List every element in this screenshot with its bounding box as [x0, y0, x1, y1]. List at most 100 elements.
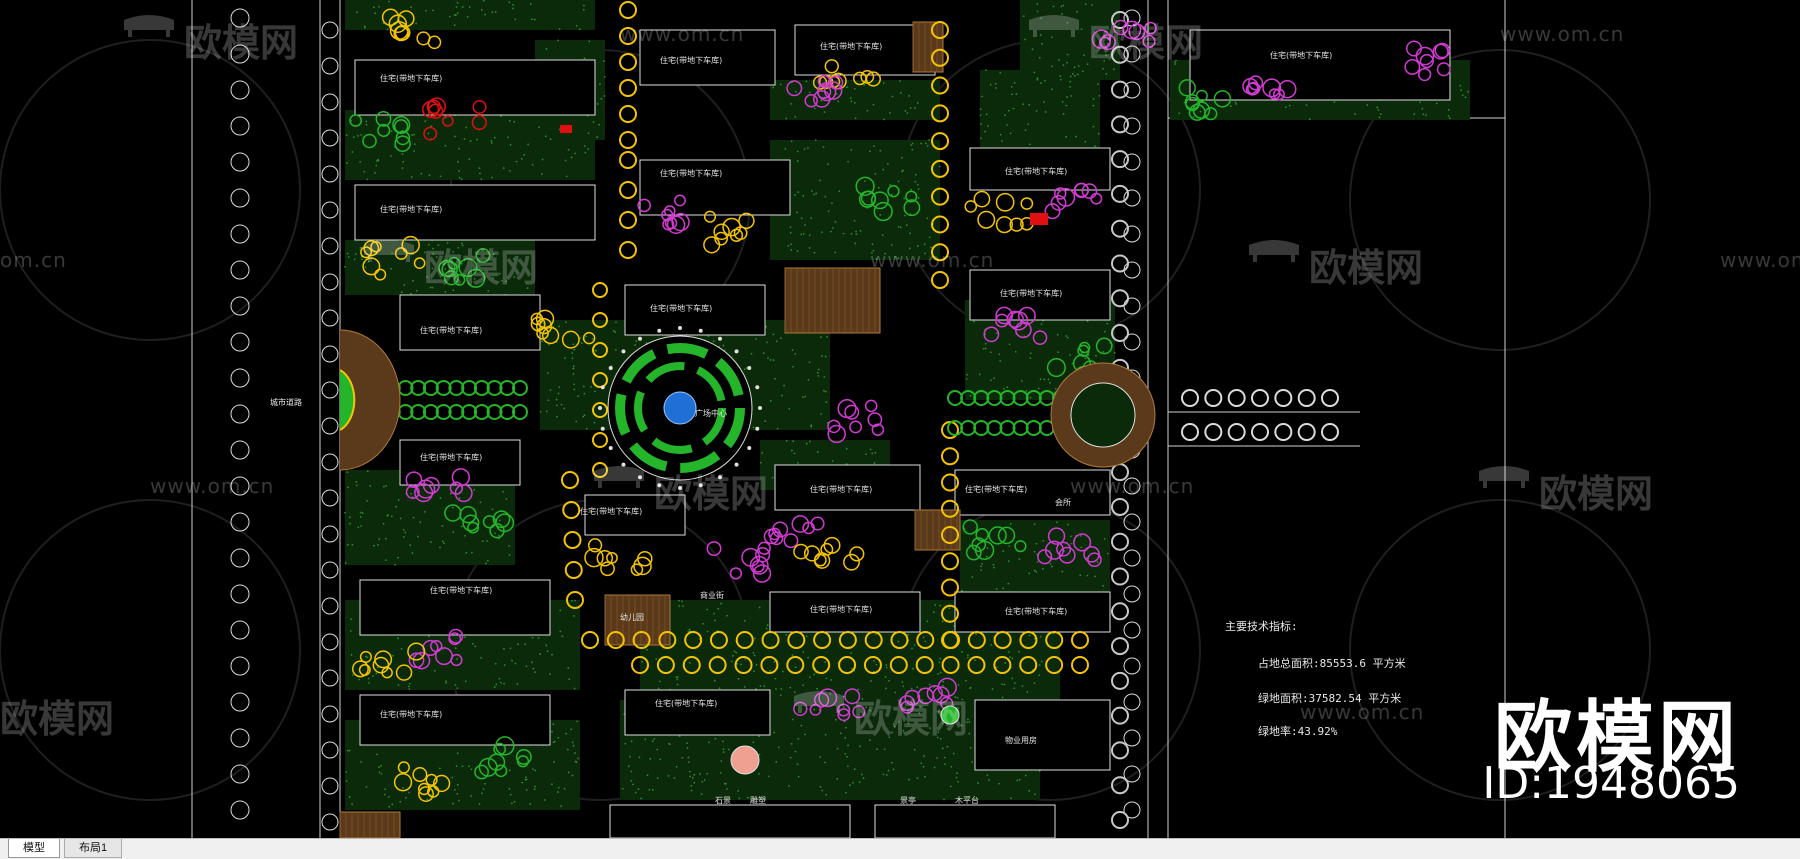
- grass-dot: [557, 786, 560, 789]
- shrub-icon: [973, 190, 991, 208]
- tree-icon: [915, 656, 934, 674]
- grass-dot: [1071, 72, 1074, 75]
- grass-dot: [903, 197, 906, 200]
- grass-dot: [967, 654, 969, 657]
- street-tree-icon: [321, 345, 339, 363]
- shrub-icon: [412, 651, 431, 670]
- grass-dot: [782, 670, 784, 673]
- grass-dot: [907, 633, 910, 636]
- residential-building: [969, 147, 1111, 191]
- grass-dot: [413, 150, 415, 152]
- grass-dot: [529, 3, 532, 5]
- grass-dot: [474, 645, 477, 648]
- grass-dot: [351, 803, 354, 806]
- grass-dot: [1061, 12, 1064, 15]
- grass-dot: [501, 279, 503, 282]
- grass-dot: [582, 385, 585, 388]
- grass-dot: [795, 90, 798, 93]
- grass-dot: [885, 666, 888, 669]
- street-tree-icon: [230, 44, 250, 64]
- residential-building: [399, 294, 541, 351]
- grass-dot: [360, 133, 362, 136]
- shrub-icon: [1018, 306, 1036, 325]
- tab-model[interactable]: 模型: [8, 839, 60, 858]
- grass-dot: [545, 48, 548, 50]
- grass-dot: [859, 230, 862, 232]
- grass-dot: [458, 176, 461, 179]
- grass-dot: [1044, 111, 1047, 113]
- tree-icon: [973, 420, 990, 436]
- street-tree-icon: [321, 129, 339, 147]
- grass-dot: [966, 373, 969, 376]
- grass-dot: [614, 348, 617, 351]
- grass-dot: [1040, 17, 1043, 20]
- grass-dot: [978, 373, 981, 376]
- street-tree-icon: [230, 548, 250, 568]
- grass-dot: [1066, 61, 1068, 64]
- shrub-icon: [843, 553, 860, 571]
- grass-dot: [461, 765, 464, 768]
- grass-dot: [681, 600, 683, 603]
- grass-dot: [810, 190, 813, 192]
- shrub-icon: [706, 541, 722, 557]
- watermark-ring: [0, 499, 301, 801]
- grass-dot: [476, 138, 478, 141]
- grass-dot: [387, 796, 390, 798]
- grass-dot: [813, 251, 816, 254]
- grass-dot: [549, 389, 552, 392]
- grass-dot: [508, 544, 511, 547]
- grass-dot: [1096, 561, 1099, 564]
- shrub-icon: [844, 404, 860, 420]
- grass-dot: [411, 279, 414, 282]
- tree-icon: [1204, 423, 1223, 441]
- grass-dot: [808, 234, 811, 237]
- street-tree-icon: [321, 489, 339, 507]
- tree-icon: [916, 631, 935, 649]
- tab-layout1[interactable]: 布局1: [64, 839, 123, 858]
- shrub-icon: [471, 114, 487, 131]
- shrub-icon: [536, 317, 553, 335]
- grass-dot: [657, 687, 660, 690]
- grass-dot: [813, 673, 815, 676]
- tree-icon: [1111, 80, 1129, 99]
- street-tree-icon: [321, 57, 339, 75]
- shrub-icon: [1020, 197, 1034, 210]
- grass-dot: [917, 188, 920, 191]
- grass-dot: [415, 289, 418, 292]
- grass-dot: [357, 134, 359, 137]
- grass-dot: [1199, 110, 1202, 113]
- shrub-icon: [887, 185, 900, 198]
- grass-dot: [722, 748, 725, 751]
- grass-dot: [914, 107, 916, 109]
- grass-dot: [1112, 68, 1115, 71]
- grass-dot: [407, 685, 410, 688]
- grass-dot: [1010, 93, 1013, 96]
- grass-dot: [934, 604, 937, 606]
- grass-dot: [568, 678, 571, 680]
- tree-icon: [1181, 389, 1199, 407]
- grass-dot: [1058, 59, 1060, 61]
- grass-dot: [1067, 523, 1069, 526]
- shrub-icon: [1081, 183, 1098, 199]
- grass-dot: [667, 775, 670, 777]
- shrub-icon: [849, 420, 863, 434]
- grass-dot: [658, 680, 661, 683]
- cad-model-space[interactable]: 欧模网 www.om.cn 欧模网 www.om.cn om.cn 欧模网 ww…: [0, 0, 1800, 838]
- grass-dot: [372, 675, 374, 677]
- grass-dot: [990, 643, 992, 646]
- shrub-icon: [408, 652, 425, 669]
- grass-dot: [794, 194, 796, 196]
- shrub-icon: [374, 268, 387, 281]
- grass-dot: [391, 803, 394, 806]
- tree-icon: [619, 211, 637, 229]
- grass-dot: [545, 644, 548, 647]
- shrub-icon: [755, 547, 771, 563]
- grass-dot: [1011, 677, 1014, 680]
- grass-dot: [790, 102, 793, 105]
- grass-dot: [470, 795, 473, 797]
- grass-dot: [520, 157, 523, 160]
- grass-dot: [928, 683, 931, 686]
- grass-dot: [456, 160, 459, 163]
- grass-dot: [808, 91, 811, 94]
- grass-dot: [862, 777, 865, 780]
